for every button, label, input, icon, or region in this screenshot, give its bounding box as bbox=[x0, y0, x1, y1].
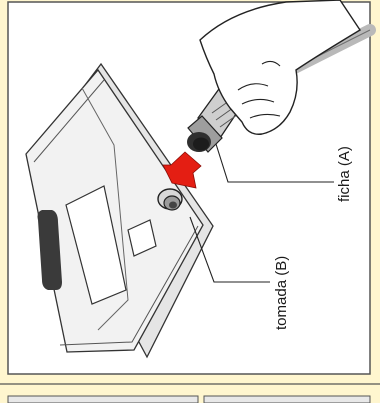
red-arrow-icon bbox=[162, 151, 202, 189]
leader-line-socket bbox=[189, 216, 270, 283]
display-window-large bbox=[65, 185, 127, 305]
leader-line-plug bbox=[215, 143, 334, 183]
plug-a bbox=[187, 81, 249, 153]
device-bevel bbox=[81, 87, 129, 331]
label-plug: ficha (A) bbox=[336, 146, 353, 202]
footer-box-right bbox=[203, 395, 371, 403]
display-window-small bbox=[127, 219, 157, 257]
hand bbox=[199, 0, 361, 135]
footer-box-left bbox=[7, 395, 199, 403]
device-face bbox=[25, 68, 204, 353]
device-ridge bbox=[33, 79, 105, 163]
label-socket: tomada (B) bbox=[273, 256, 290, 330]
socket-b bbox=[157, 188, 183, 211]
device bbox=[25, 62, 214, 359]
handle-slot bbox=[37, 210, 62, 290]
device-ridge-2 bbox=[59, 225, 199, 346]
